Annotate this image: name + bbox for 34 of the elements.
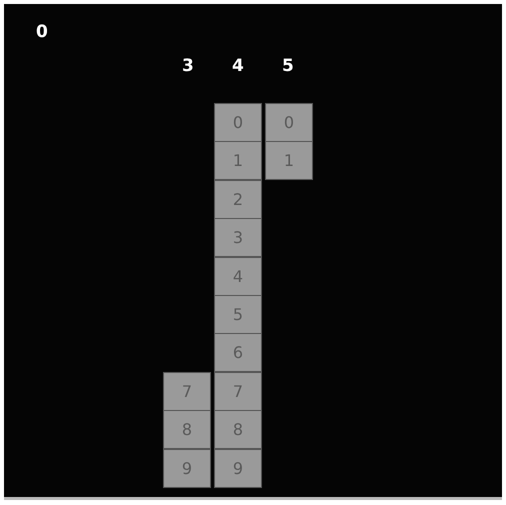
grid-cell (163, 449, 211, 488)
grid-cell (214, 410, 262, 449)
grid-cell (214, 333, 262, 372)
cell-number: 1 (232, 151, 244, 170)
cell-number: 4 (232, 267, 244, 286)
cell-number: 2 (232, 190, 244, 209)
cell-number: 7 (232, 382, 244, 401)
grid-cell (214, 295, 262, 334)
grid-cell (265, 141, 313, 180)
cell-number: 7 (182, 382, 192, 401)
grid-cell (163, 372, 211, 411)
grid-cell (214, 257, 262, 296)
grid-cell (265, 103, 313, 142)
grid-cell (214, 103, 262, 142)
cell-number: 0 (232, 113, 244, 132)
cell-number: 9 (182, 459, 192, 478)
column-header: 5 (282, 56, 294, 76)
cell-number: 5 (232, 305, 244, 324)
grid-cell (214, 372, 262, 411)
figure-label: 0 (36, 22, 48, 42)
cell-number: 8 (182, 420, 192, 439)
cell-number: 9 (232, 459, 244, 478)
cell-number: 1 (284, 151, 294, 170)
grid-cell (214, 449, 262, 488)
column-header: 4 (232, 56, 244, 76)
grid-cell (163, 410, 211, 449)
cell-number: 6 (232, 343, 244, 362)
column-header: 3 (182, 56, 194, 76)
cell-number: 8 (232, 420, 244, 439)
cell-number: 3 (232, 228, 244, 247)
grid-cell (214, 141, 262, 180)
cell-number: 0 (284, 113, 294, 132)
grid-cell (214, 218, 262, 257)
grid-cell (214, 180, 262, 219)
